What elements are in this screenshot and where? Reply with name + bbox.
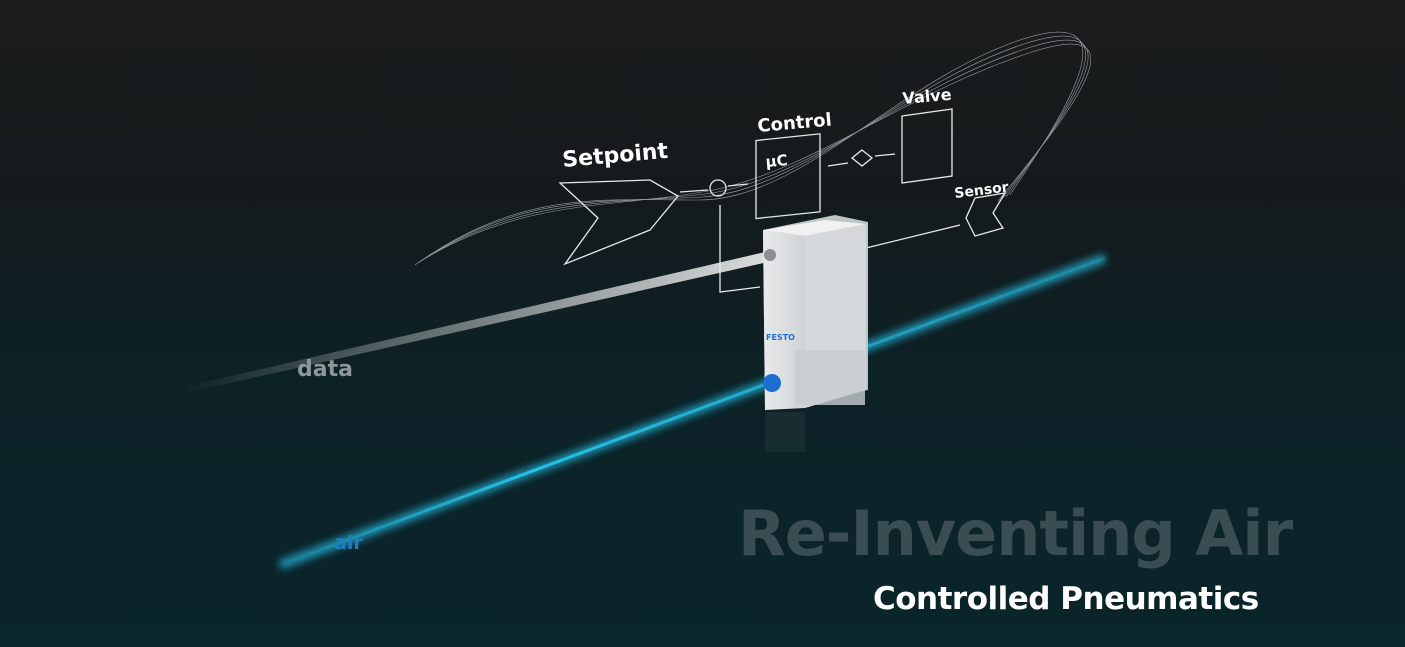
- air-beam: [278, 253, 1107, 570]
- valve-box: [901, 108, 953, 184]
- tagline: Controlled Pneumatics: [873, 581, 1259, 617]
- setpoint-label: Setpoint: [561, 139, 669, 173]
- summing-junction: [709, 179, 727, 197]
- control-label: Control: [757, 110, 833, 137]
- air-label: air: [334, 532, 363, 554]
- control-diagram: [558, 108, 1007, 293]
- blue-fitting: [763, 374, 781, 392]
- valve-diamond: [850, 149, 874, 167]
- data-beam: [180, 252, 768, 392]
- sensor-label: Sensor: [954, 179, 1010, 202]
- brand-logo: FESTO: [766, 333, 795, 342]
- controller-symbol: µC: [765, 151, 789, 171]
- festo-device: FESTO: [763, 215, 868, 452]
- sensor-shape: [965, 192, 1007, 237]
- valve-label: Valve: [902, 85, 953, 108]
- data-label: data: [297, 357, 353, 382]
- watermark-text: Re-Inventing Air: [738, 497, 1293, 570]
- control-box: [755, 133, 821, 220]
- setpoint-arrow: [558, 179, 679, 266]
- data-ribbon: [414, 31, 1092, 266]
